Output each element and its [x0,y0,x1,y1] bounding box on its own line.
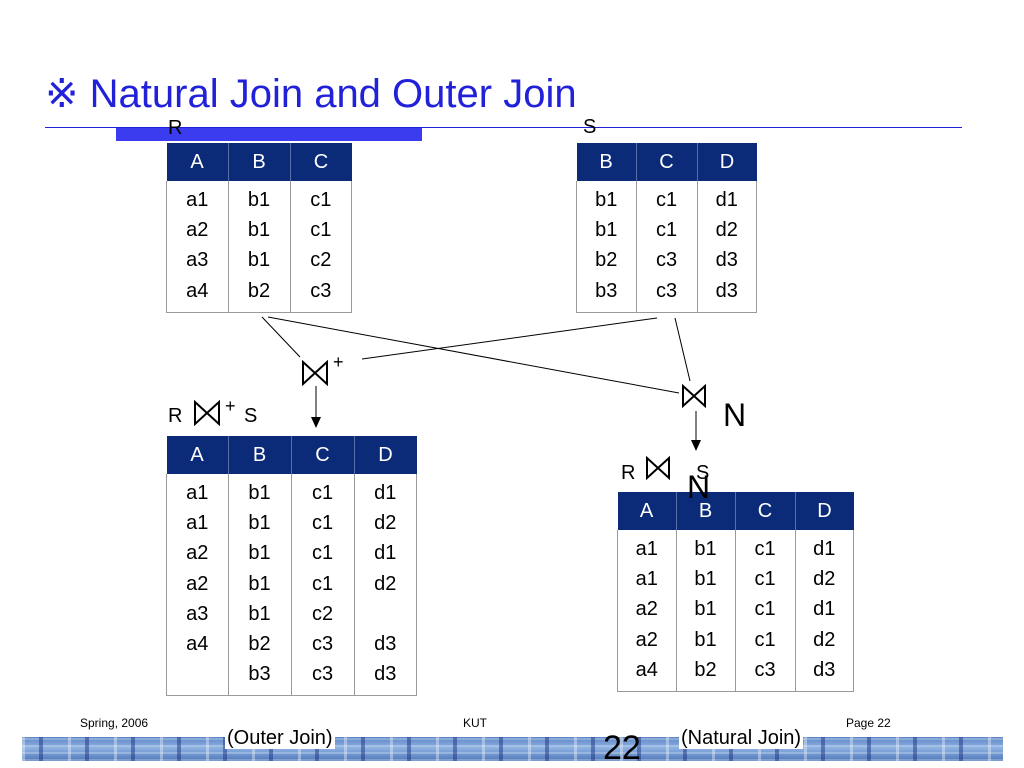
arrow-head-outer [311,417,321,428]
column-header: C [635,143,697,181]
bowtie-join-icon [302,360,328,386]
column-header: A [166,436,228,474]
column-header: C [290,436,354,474]
footer-org: KUT [463,716,487,730]
slide-title: ※ Natural Join and Outer Join [45,70,577,118]
column-header: C [289,143,352,181]
outer-expr-left: R [168,405,183,427]
column-header: D [696,143,757,181]
reference-mark: ※ [45,72,79,116]
column-header: B [227,143,290,181]
column-header: D [353,436,417,474]
connector-r-to-outer [261,316,301,358]
column-header: A [617,492,676,530]
natural-join-caption: (Natural Join) [679,727,804,749]
footer-date: Spring, 2006 [80,716,149,730]
bowtie-join-icon [682,384,706,408]
outer-join-caption: (Outer Join) [225,727,335,749]
outer-expr-superscript: + [225,396,236,416]
slide-title-text: Natural Join and Outer Join [89,72,577,116]
footer-page-label: Page 22 [846,716,891,730]
natural-expr-right: S [696,462,710,484]
arrow-head-natural [691,440,701,451]
title-accent-bar [116,128,422,141]
page-number: 22 [603,729,641,767]
column-header: B [576,143,636,181]
column-header: B [675,492,735,530]
column-header: A [166,143,228,181]
relation-s-label: S [583,116,597,138]
column-header: C [734,492,795,530]
outer-op-superscript: + [333,352,344,372]
connector-s-to-natural [674,317,691,382]
natural-expr-subscript: N [687,469,711,505]
column-header: B [227,436,291,474]
relation-r-label: R [168,117,183,139]
outer-expr-right: S [244,405,258,427]
natural-op-subscript: N [723,397,747,433]
natural-expr-left: R [621,462,636,484]
column-header: D [794,492,854,530]
connector-r-to-natural [267,316,680,394]
footer-band [22,737,1003,761]
title-underline [45,127,962,128]
bowtie-join-icon [646,456,670,480]
connector-s-to-outer [361,317,658,360]
bowtie-join-icon [194,400,220,426]
